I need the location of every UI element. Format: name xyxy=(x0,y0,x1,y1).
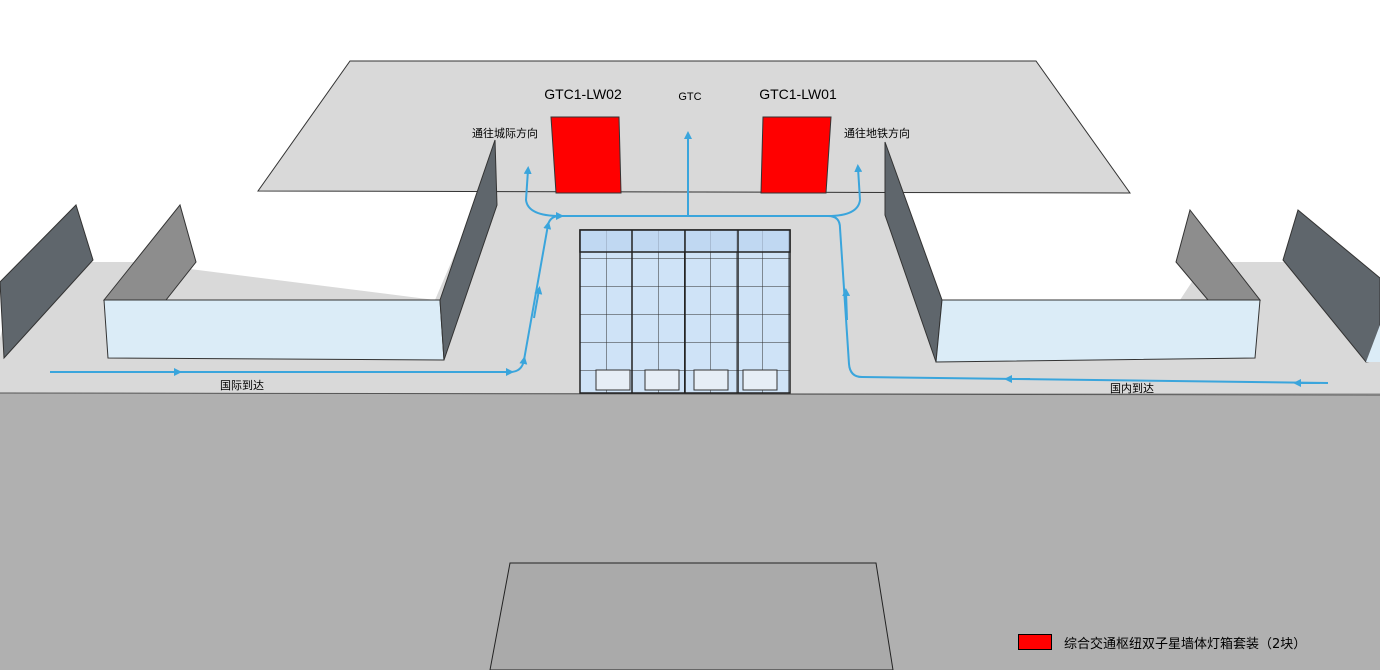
flow-arrows xyxy=(50,131,1329,387)
label-gtc: GTC xyxy=(678,91,701,103)
gtc-hall-floor xyxy=(257,60,1131,194)
glass-entrance xyxy=(579,229,791,394)
glass-planter-right xyxy=(935,299,1261,363)
label-domestic-arrival: 国内到达 xyxy=(1110,381,1154,395)
label-to-metro: 通往地铁方向 xyxy=(844,126,910,140)
label-lw01: GTC1-LW01 xyxy=(759,86,837,102)
label-lw02: GTC1-LW02 xyxy=(544,86,622,102)
floor-edge-line xyxy=(0,392,1380,396)
flow-arrow-dom-head3 xyxy=(842,288,851,321)
label-intl-arrival: 国际到达 xyxy=(220,379,264,392)
flow-arrow-to-metro xyxy=(827,164,863,217)
wall-left-dark xyxy=(439,139,498,361)
wall-right-grey xyxy=(1175,208,1262,301)
legend-swatch xyxy=(1018,634,1052,650)
glass-planter-left xyxy=(103,299,445,361)
flow-arrow-to-intercity xyxy=(523,166,561,217)
legend-text: 综合交通枢纽双子星墙体灯箱套装（2块） xyxy=(1064,636,1307,652)
legend: 综合交通枢纽双子星墙体灯箱套装（2块） xyxy=(1018,632,1306,652)
ground-plane xyxy=(0,393,1380,670)
lightbox-lw02 xyxy=(550,116,622,194)
glass-sliver-right xyxy=(1366,325,1380,362)
wall-far-left xyxy=(0,204,94,360)
lightbox-lw01 xyxy=(760,116,832,194)
label-to-intercity: 通往城际方向 xyxy=(472,126,538,140)
flow-arrow-intl-head2 xyxy=(533,286,543,319)
ground-raised-block xyxy=(489,562,894,670)
